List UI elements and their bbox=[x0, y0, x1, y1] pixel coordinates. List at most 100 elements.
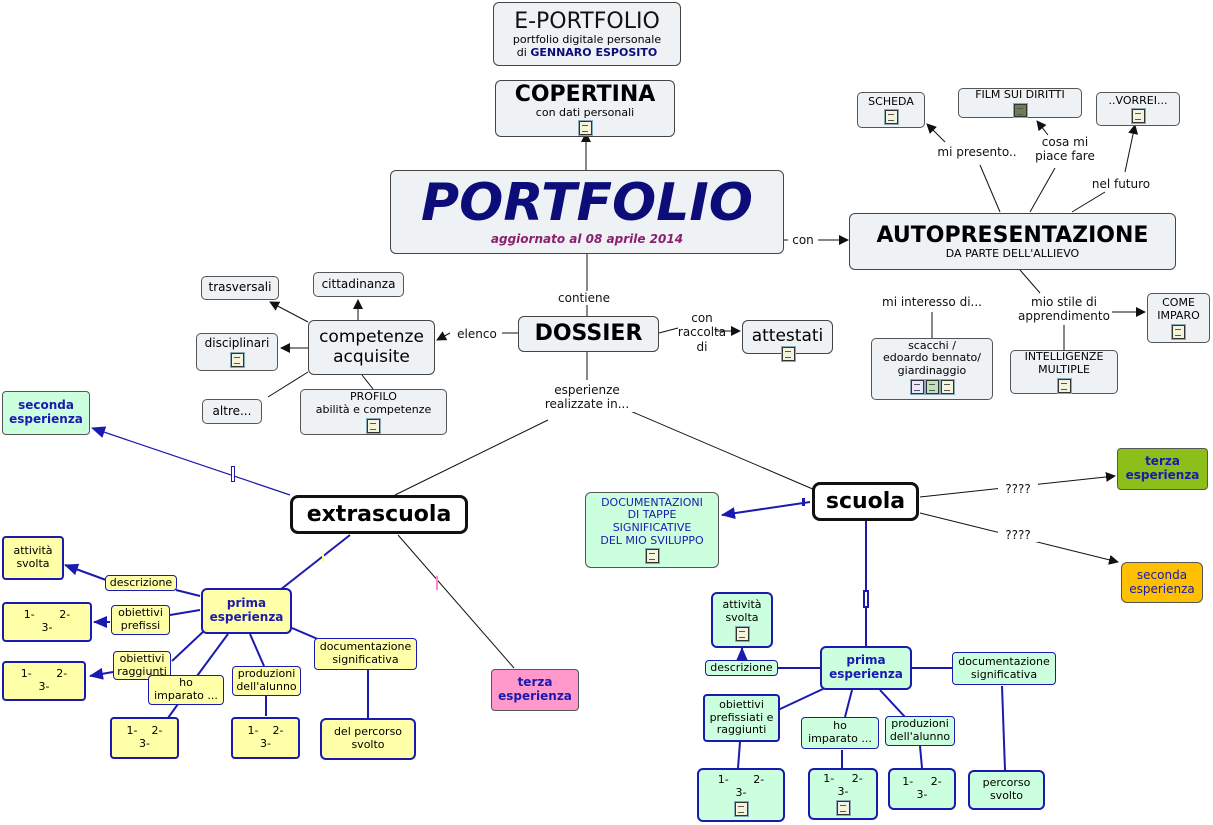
extrascuola-percorso-node[interactable]: del percorso svolto bbox=[320, 718, 416, 760]
portfolio-node[interactable]: PORTFOLIO aggiornato al 08 aprile 2014 bbox=[390, 170, 784, 254]
trasversali-node[interactable]: trasversali bbox=[201, 276, 279, 300]
film-node[interactable]: FILM SUI DIRITTI bbox=[958, 88, 1082, 118]
intelligenze-node[interactable]: INTELLIGENZE MULTIPLE bbox=[1010, 350, 1118, 394]
autopresentazione-title: AUTOPRESENTAZIONE bbox=[876, 222, 1149, 248]
image-icon[interactable] bbox=[925, 379, 939, 394]
document-icon[interactable] bbox=[735, 626, 749, 641]
scuola-ho-imparato-link: ho imparato ... bbox=[801, 717, 879, 749]
scuola-obiettivi-label: obiettivi prefissiati e raggiunti bbox=[709, 698, 774, 737]
come-imparo-node[interactable]: COME IMPARO bbox=[1147, 293, 1210, 343]
eportfolio-header[interactable]: E-PORTFOLIO portfolio digitale personale… bbox=[493, 2, 681, 66]
scuola-attivita-node[interactable]: attività svolta bbox=[711, 592, 773, 648]
document-icon[interactable] bbox=[782, 347, 795, 361]
extrascuola-descrizione-link: descrizione bbox=[105, 575, 177, 591]
scuola-list1-label: 1- 2- 3- bbox=[717, 773, 765, 799]
link-label-mio-stile: mio stile di apprendimento bbox=[1018, 295, 1110, 324]
dossier-title: DOSSIER bbox=[534, 321, 643, 347]
document-icon[interactable] bbox=[1172, 324, 1185, 339]
document-icon[interactable] bbox=[645, 549, 659, 564]
scuola-obiettivi-node[interactable]: obiettivi prefissiati e raggiunti bbox=[703, 694, 780, 742]
scuola-seconda-node[interactable]: seconda esperienza bbox=[1121, 562, 1203, 603]
disciplinari-label: disciplinari bbox=[204, 336, 270, 351]
competenze-label: competenze acquisite bbox=[319, 326, 424, 367]
portfolio-title: PORTFOLIO bbox=[421, 173, 753, 234]
scuola-attivita-label: attività svolta bbox=[722, 598, 762, 624]
dossier-node[interactable]: DOSSIER bbox=[518, 316, 659, 352]
document-icon[interactable] bbox=[836, 800, 850, 815]
scuola-list1-node[interactable]: 1- 2- 3- bbox=[697, 768, 785, 822]
document-icon[interactable] bbox=[367, 418, 380, 433]
scuola-list3-node[interactable]: 1- 2- 3- bbox=[888, 768, 956, 810]
extrascuola-ho-imparato-link: ho imparato ... bbox=[148, 675, 224, 705]
extrascuola-ho-imparato-label: ho imparato ... bbox=[154, 676, 218, 702]
come-imparo-label: COME IMPARO bbox=[1157, 296, 1200, 322]
altre-label: altre... bbox=[212, 403, 252, 418]
scuola-produzioni-link: produzioni dell'alunno bbox=[885, 716, 955, 746]
scuola-documentazioni-node[interactable]: DOCUMENTAZIONI DI TAPPE SIGNIFICATIVE DE… bbox=[585, 492, 719, 568]
scuola-percorso-label: percorso svolto bbox=[982, 776, 1031, 802]
disciplinari-node[interactable]: disciplinari bbox=[196, 333, 278, 371]
document-icon[interactable] bbox=[230, 352, 244, 367]
link-label-elenco: elenco bbox=[457, 327, 497, 341]
extrascuola-terza-node[interactable]: terza esperienza bbox=[491, 669, 579, 711]
link-label-q2: ???? bbox=[998, 528, 1038, 543]
scheda-node[interactable]: SCHEDA bbox=[857, 92, 925, 128]
scuola-documentazione-label: documentazione significativa bbox=[958, 654, 1050, 681]
connector-marker bbox=[231, 466, 235, 482]
altre-node[interactable]: altre... bbox=[202, 399, 262, 424]
scuola-ho-imparato-label: ho imparato ... bbox=[808, 719, 872, 745]
document-icon[interactable] bbox=[734, 801, 748, 816]
extrascuola-list1-node[interactable]: 1- 2- 3- bbox=[2, 602, 92, 642]
extrascuola-attivita-node[interactable]: attività svolta bbox=[2, 536, 64, 580]
document-icon[interactable] bbox=[578, 121, 592, 136]
scuola-list2-node[interactable]: 1- 2- 3- bbox=[808, 768, 878, 820]
document-icon[interactable] bbox=[1057, 378, 1071, 393]
scuola-prima-node[interactable]: prima esperienza bbox=[820, 646, 912, 690]
autopresentazione-subtitle: DA PARTE DELL'ALLIEVO bbox=[945, 246, 1080, 260]
profilo-node[interactable]: PROFILO abilità e competenze bbox=[300, 389, 447, 435]
cittadinanza-node[interactable]: cittadinanza bbox=[313, 272, 404, 297]
extrascuola-descrizione-label: descrizione bbox=[109, 575, 173, 589]
scacchi-label: scacchi / edoardo bennato/ giardinaggio bbox=[883, 338, 981, 378]
scuola-documentazione-link: documentazione significativa bbox=[952, 652, 1056, 685]
attestati-node[interactable]: attestati bbox=[742, 320, 833, 361]
header-subtitle: portfolio digitale personale bbox=[512, 33, 662, 46]
link-label-con: con bbox=[788, 233, 818, 248]
audio-icon[interactable] bbox=[910, 379, 924, 394]
film-label: FILM SUI DIRITTI bbox=[975, 88, 1065, 101]
scuola-list3-label: 1- 2- 3- bbox=[902, 775, 942, 801]
extrascuola-obiettivi-raggiunti-label: obiettivi raggiunti bbox=[117, 651, 167, 678]
header-title: E-PORTFOLIO bbox=[514, 8, 660, 34]
scuola-terza-node[interactable]: terza esperienza bbox=[1117, 448, 1208, 490]
extrascuola-obiettivi-prefissi-link: obiettivi prefissi bbox=[111, 605, 170, 635]
extrascuola-list4-node[interactable]: 1- 2- 3- bbox=[231, 717, 300, 759]
film-icon[interactable] bbox=[1013, 103, 1027, 117]
extrascuola-produzioni-link: produzioni dell'alunno bbox=[232, 666, 301, 696]
connector-marker bbox=[322, 554, 324, 562]
document-icon[interactable] bbox=[940, 379, 954, 394]
extrascuola-documentazione-link: documentazione significativa bbox=[314, 638, 417, 670]
document-icon[interactable] bbox=[884, 110, 898, 125]
scuola-node[interactable]: scuola bbox=[812, 482, 919, 521]
vorrei-node[interactable]: ..VORREI... bbox=[1096, 92, 1180, 126]
extrascuola-node[interactable]: extrascuola bbox=[290, 495, 468, 534]
extrascuola-prima-node[interactable]: prima esperienza bbox=[201, 588, 292, 634]
scuola-percorso-node[interactable]: percorso svolto bbox=[968, 770, 1045, 810]
scuola-seconda-label: seconda esperienza bbox=[1129, 567, 1195, 596]
autopresentazione-node[interactable]: AUTOPRESENTAZIONE DA PARTE DELL'ALLIEVO bbox=[849, 213, 1176, 270]
copertina-node[interactable]: COPERTINA con dati personali bbox=[495, 80, 675, 137]
extrascuola-list2-node[interactable]: 1- 2- 3- bbox=[2, 661, 86, 701]
link-label-cosa-mi-piace: cosa mi piace fare bbox=[1035, 135, 1095, 164]
extrascuola-obiettivi-raggiunti-link: obiettivi raggiunti bbox=[113, 651, 171, 680]
document-icon[interactable] bbox=[1131, 109, 1145, 124]
link-label-mi-presento: mi presento.. bbox=[937, 145, 1017, 159]
connector-marker bbox=[436, 576, 438, 590]
extrascuola-list3-node[interactable]: 1- 2- 3- bbox=[110, 717, 179, 759]
extrascuola-percorso-label: del percorso svolto bbox=[333, 725, 403, 751]
competenze-node[interactable]: competenze acquisite bbox=[308, 320, 435, 375]
extrascuola-seconda-node[interactable]: seconda esperienza bbox=[2, 391, 90, 435]
scuola-documentazioni-label: DOCUMENTAZIONI DI TAPPE SIGNIFICATIVE DE… bbox=[600, 495, 704, 547]
scacchi-node[interactable]: scacchi / edoardo bennato/ giardinaggio bbox=[871, 338, 993, 400]
link-label-esperienze: esperienze realizzate in... bbox=[530, 383, 644, 412]
cittadinanza-label: cittadinanza bbox=[321, 276, 396, 291]
